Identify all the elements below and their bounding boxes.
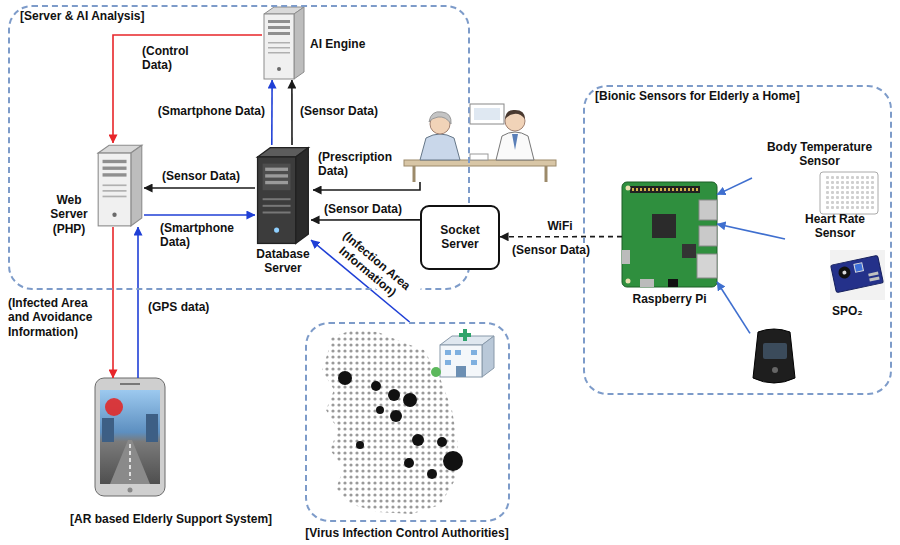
edge-label: (Infected Area and Avoidance Information… bbox=[6, 296, 110, 339]
sensor-node: Body Temperature Sensor bbox=[752, 140, 887, 216]
server-label: Web Server (PHP) bbox=[44, 193, 94, 236]
board-label: Raspberry Pi bbox=[622, 292, 717, 306]
group-caption: [AR based Elderly Support System] bbox=[70, 512, 272, 526]
sensor-node: SPO₂ bbox=[750, 304, 870, 388]
connector-arrow bbox=[717, 282, 750, 334]
box-label: Socket Server bbox=[429, 223, 491, 252]
edge-label: (GPS data) bbox=[146, 300, 211, 314]
group-title: [Bionic Sensors for Elderly a Home] bbox=[595, 89, 800, 103]
connector-arrow bbox=[112, 227, 114, 378]
raspberry-pi-board bbox=[622, 182, 717, 287]
process-box: Socket Server bbox=[420, 205, 500, 270]
heart-rate-sensor-image bbox=[830, 250, 885, 300]
sensor-node: Heart Rate Sensor bbox=[785, 212, 885, 302]
connector-arrow bbox=[144, 187, 255, 189]
edge-label: (Sensor Data) bbox=[160, 169, 242, 183]
board-node: Raspberry Pi bbox=[622, 182, 717, 287]
connector-arrow bbox=[717, 178, 752, 195]
connector-arrow bbox=[717, 224, 785, 239]
infection-map bbox=[312, 326, 502, 521]
group-region: [Virus Infection Control Authorities] bbox=[305, 322, 510, 522]
edge-label: (Sensor Data) bbox=[298, 104, 380, 118]
flow-label: (Prescription Data) bbox=[316, 150, 400, 179]
server-label: AI Engine bbox=[310, 37, 365, 51]
server-icon bbox=[264, 7, 304, 79]
edge-label: (Infection Area Information) bbox=[323, 221, 421, 310]
connector-arrow bbox=[137, 227, 139, 378]
edge-label: (Smartphone Data) bbox=[158, 221, 244, 250]
smartphone-image bbox=[95, 378, 165, 496]
edge-label: (Sensor Data) bbox=[322, 202, 404, 216]
sensor-label: Body Temperature Sensor bbox=[752, 140, 887, 169]
connector-arrow bbox=[311, 219, 420, 221]
connector-arrow bbox=[144, 214, 255, 216]
flow-label: (Sensor Data) bbox=[510, 243, 592, 257]
connector-arrow bbox=[500, 236, 622, 238]
server-node: AI Engine bbox=[262, 5, 306, 80]
group-region: [Bionic Sensors for Elderly a Home] Body … bbox=[583, 85, 892, 395]
group-title: [Server & AI Analysis] bbox=[20, 9, 145, 23]
server-icon bbox=[98, 145, 142, 226]
connector-arrow bbox=[291, 80, 293, 145]
server-node: Web Server (PHP) bbox=[96, 143, 144, 227]
edge-label: (Control Data) bbox=[140, 44, 206, 73]
edge-label: (Smartphone Data) bbox=[156, 104, 267, 118]
edge-label: WiFi bbox=[545, 219, 574, 233]
database-server-icon bbox=[258, 148, 309, 244]
consultation-illustration bbox=[404, 104, 556, 182]
spo2-device-image bbox=[753, 329, 795, 383]
group-caption: [Virus Infection Control Authorities] bbox=[305, 526, 508, 540]
sensor-label: SPO₂ bbox=[832, 304, 863, 318]
server-label: Database Server bbox=[252, 247, 314, 276]
sensor-label: Heart Rate Sensor bbox=[789, 212, 881, 241]
database-node: Database Server bbox=[255, 145, 311, 245]
temperature-sensor-image bbox=[820, 172, 878, 214]
smartphone-node: [AR based Elderly Support System] bbox=[95, 378, 165, 496]
connector-arrow bbox=[113, 35, 262, 143]
connector-arrow bbox=[271, 80, 273, 145]
prescription-arrow bbox=[313, 182, 420, 190]
hospital-icon bbox=[431, 329, 494, 377]
